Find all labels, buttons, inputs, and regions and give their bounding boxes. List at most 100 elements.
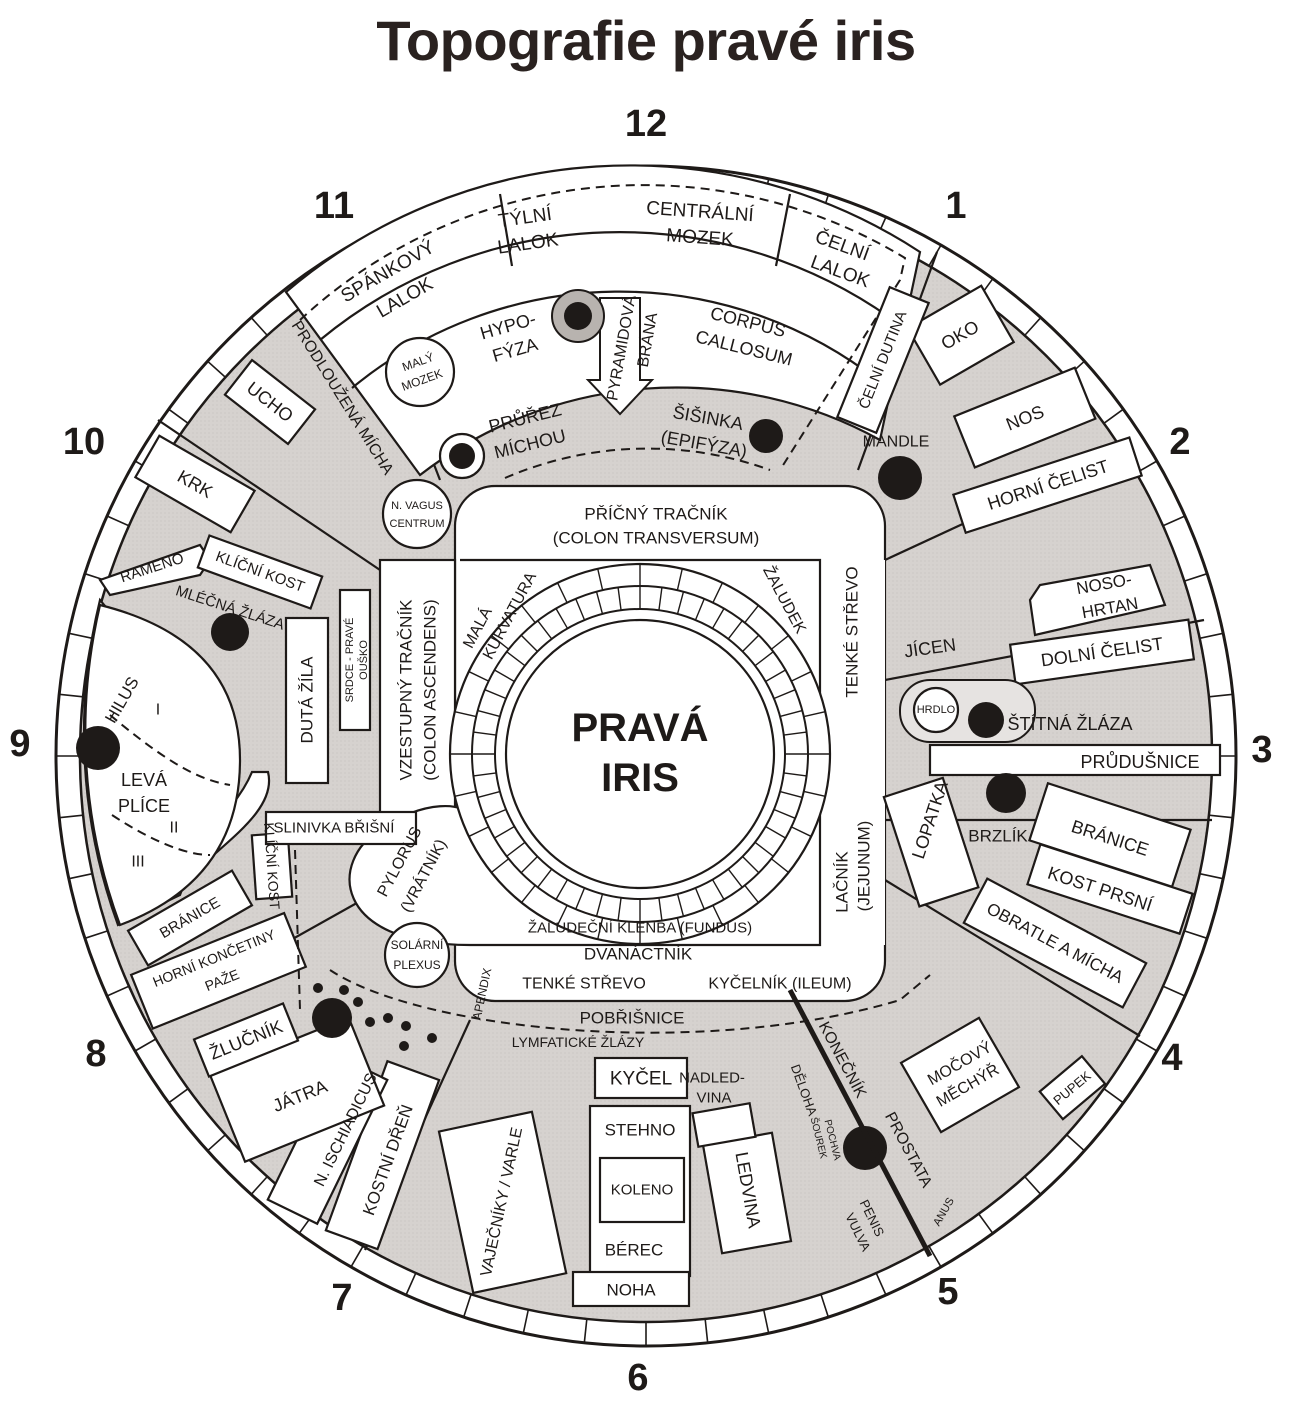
ring-tick-outer: [803, 790, 826, 797]
label-hrdlo: HRDLO: [917, 704, 956, 716]
ring-tick: [742, 856, 760, 874]
label-klicni-kost-2: KLÍČNÍ KOST: [261, 822, 283, 910]
clock-12: 12: [625, 103, 667, 145]
ring-tick: [506, 841, 526, 857]
brain-region: [284, 164, 922, 480]
label-pobrisnice: POBŘIŠNICE: [580, 1009, 685, 1028]
ring-tick-outer: [556, 582, 568, 603]
label-srdce: SRDCE - PRAVÉ: [343, 618, 356, 703]
page-title: Topografie pravé iris: [376, 9, 916, 72]
ring-tick-outer: [491, 858, 510, 874]
ring-tick: [617, 587, 622, 611]
ring-tick: [676, 893, 685, 917]
rim-tick: [1184, 930, 1208, 940]
ring-tick-outer: [468, 670, 489, 682]
ring-tick-outer: [468, 826, 489, 838]
rim-tick: [928, 1245, 942, 1268]
label-kycel: KYČEL: [610, 1068, 672, 1090]
label-tenke-strevo-right: TENKÉ STŘEVO: [843, 566, 862, 697]
rim-tick: [1184, 572, 1208, 582]
clock-3: 3: [1251, 729, 1272, 771]
ring-tick-outer: [770, 858, 789, 874]
label-slinivka: SLINIVKA BŘIŠNÍ: [274, 820, 396, 837]
clock-10: 10: [63, 421, 105, 463]
ring-tick: [484, 689, 507, 700]
ring-tick-outer: [491, 634, 510, 650]
ring-tick: [765, 669, 786, 683]
ring-tick: [711, 608, 725, 629]
rim-tick: [59, 693, 84, 698]
label-centrum: CENTRUM: [390, 518, 445, 530]
ring-tick: [676, 591, 685, 615]
digestive-region: [348, 478, 887, 1003]
label-stehno: STEHNO: [605, 1121, 676, 1140]
rim-tick: [250, 1176, 268, 1195]
organ-boxes: [82, 284, 1222, 1308]
label-solarni: SOLÁRNÍ: [391, 937, 444, 952]
ring-tick-outer: [791, 670, 812, 682]
rim-tick: [168, 408, 189, 424]
ring-tick: [754, 651, 774, 667]
clock-6: 6: [627, 1357, 648, 1399]
label-prudusnice: PRŮDUŠNICE: [1080, 751, 1199, 772]
ring-tick: [506, 651, 526, 667]
ring-tick-outer: [744, 605, 760, 624]
marker-dots: [76, 456, 933, 1258]
ring-tick: [473, 772, 497, 777]
rim-tick: [405, 1272, 417, 1296]
clock-11: 11: [314, 185, 354, 227]
ring-tick-outer: [770, 634, 789, 650]
label-duta-zila: DUTÁ ŽÍLA: [298, 656, 317, 744]
label-kycelnik: KYČELNÍK (ILEUM): [708, 974, 851, 993]
label-roman-2: II: [170, 820, 179, 837]
label-roman-3: III: [131, 854, 144, 871]
label-noha: NOHA: [606, 1281, 656, 1300]
rim-tick: [1162, 985, 1186, 997]
ring-tick: [537, 868, 553, 888]
rim-tick: [134, 1038, 157, 1052]
clock-numbers: 12 1 2 3 4 5 6 7 8 9 10 11: [9, 103, 1272, 1399]
label-mandle: MANDLE: [863, 434, 930, 451]
ring-tick: [575, 887, 586, 910]
label-colon-tr: (COLON TRANSVERSUM): [553, 529, 760, 548]
rim-tick: [106, 515, 130, 527]
ring-tick-outer: [520, 605, 536, 624]
ring-tick-outer: [712, 905, 724, 926]
ring-tick-outer: [454, 790, 477, 797]
rim-tick: [704, 1318, 709, 1343]
rim-tick: [978, 1213, 994, 1234]
label-vzestupny: VZESTUPNÝ TRAČNÍK: [397, 599, 416, 781]
ring-tick: [617, 897, 622, 921]
label-lymfaticke: LYMFATICKÉ ŽLÁZY: [512, 1034, 645, 1050]
label-roman-1: I: [156, 702, 160, 719]
rim-tick: [207, 1134, 226, 1152]
rim-tick: [1199, 872, 1224, 880]
label-koleno: KOLENO: [611, 1182, 674, 1199]
label-n-vagus: N. VAGUS: [391, 500, 443, 512]
rim-tick: [168, 1088, 189, 1104]
ring-tick: [765, 825, 786, 839]
ring-tick: [575, 598, 586, 621]
label-leva: LEVÁ: [121, 770, 167, 790]
ring-tick: [711, 879, 725, 900]
rim-tick: [1024, 317, 1042, 336]
center-label-2: IRIS: [601, 756, 679, 800]
rim-tick: [350, 1245, 364, 1268]
rim-tick: [1208, 814, 1233, 819]
ring-tick: [494, 825, 515, 839]
ring-tick: [477, 709, 501, 718]
label-tenke-strevo-bottom: TENKÉ STŘEVO: [522, 974, 646, 993]
label-vina: VINA: [696, 1090, 731, 1107]
rim-tick: [820, 1294, 830, 1318]
label-nadled: NADLED-: [679, 1070, 745, 1087]
ring-tick: [595, 893, 604, 917]
label-stitna: ŠTÍTNÁ ŽLÁZA: [1007, 713, 1132, 734]
ring-tick: [520, 856, 538, 874]
clock-5: 5: [937, 1271, 958, 1313]
ring-tick-outer: [712, 582, 724, 603]
rim-tick: [1103, 408, 1124, 424]
ring-tick-outer: [676, 917, 683, 940]
label-berec: BÉREC: [605, 1241, 664, 1260]
rim-tick: [250, 317, 268, 336]
